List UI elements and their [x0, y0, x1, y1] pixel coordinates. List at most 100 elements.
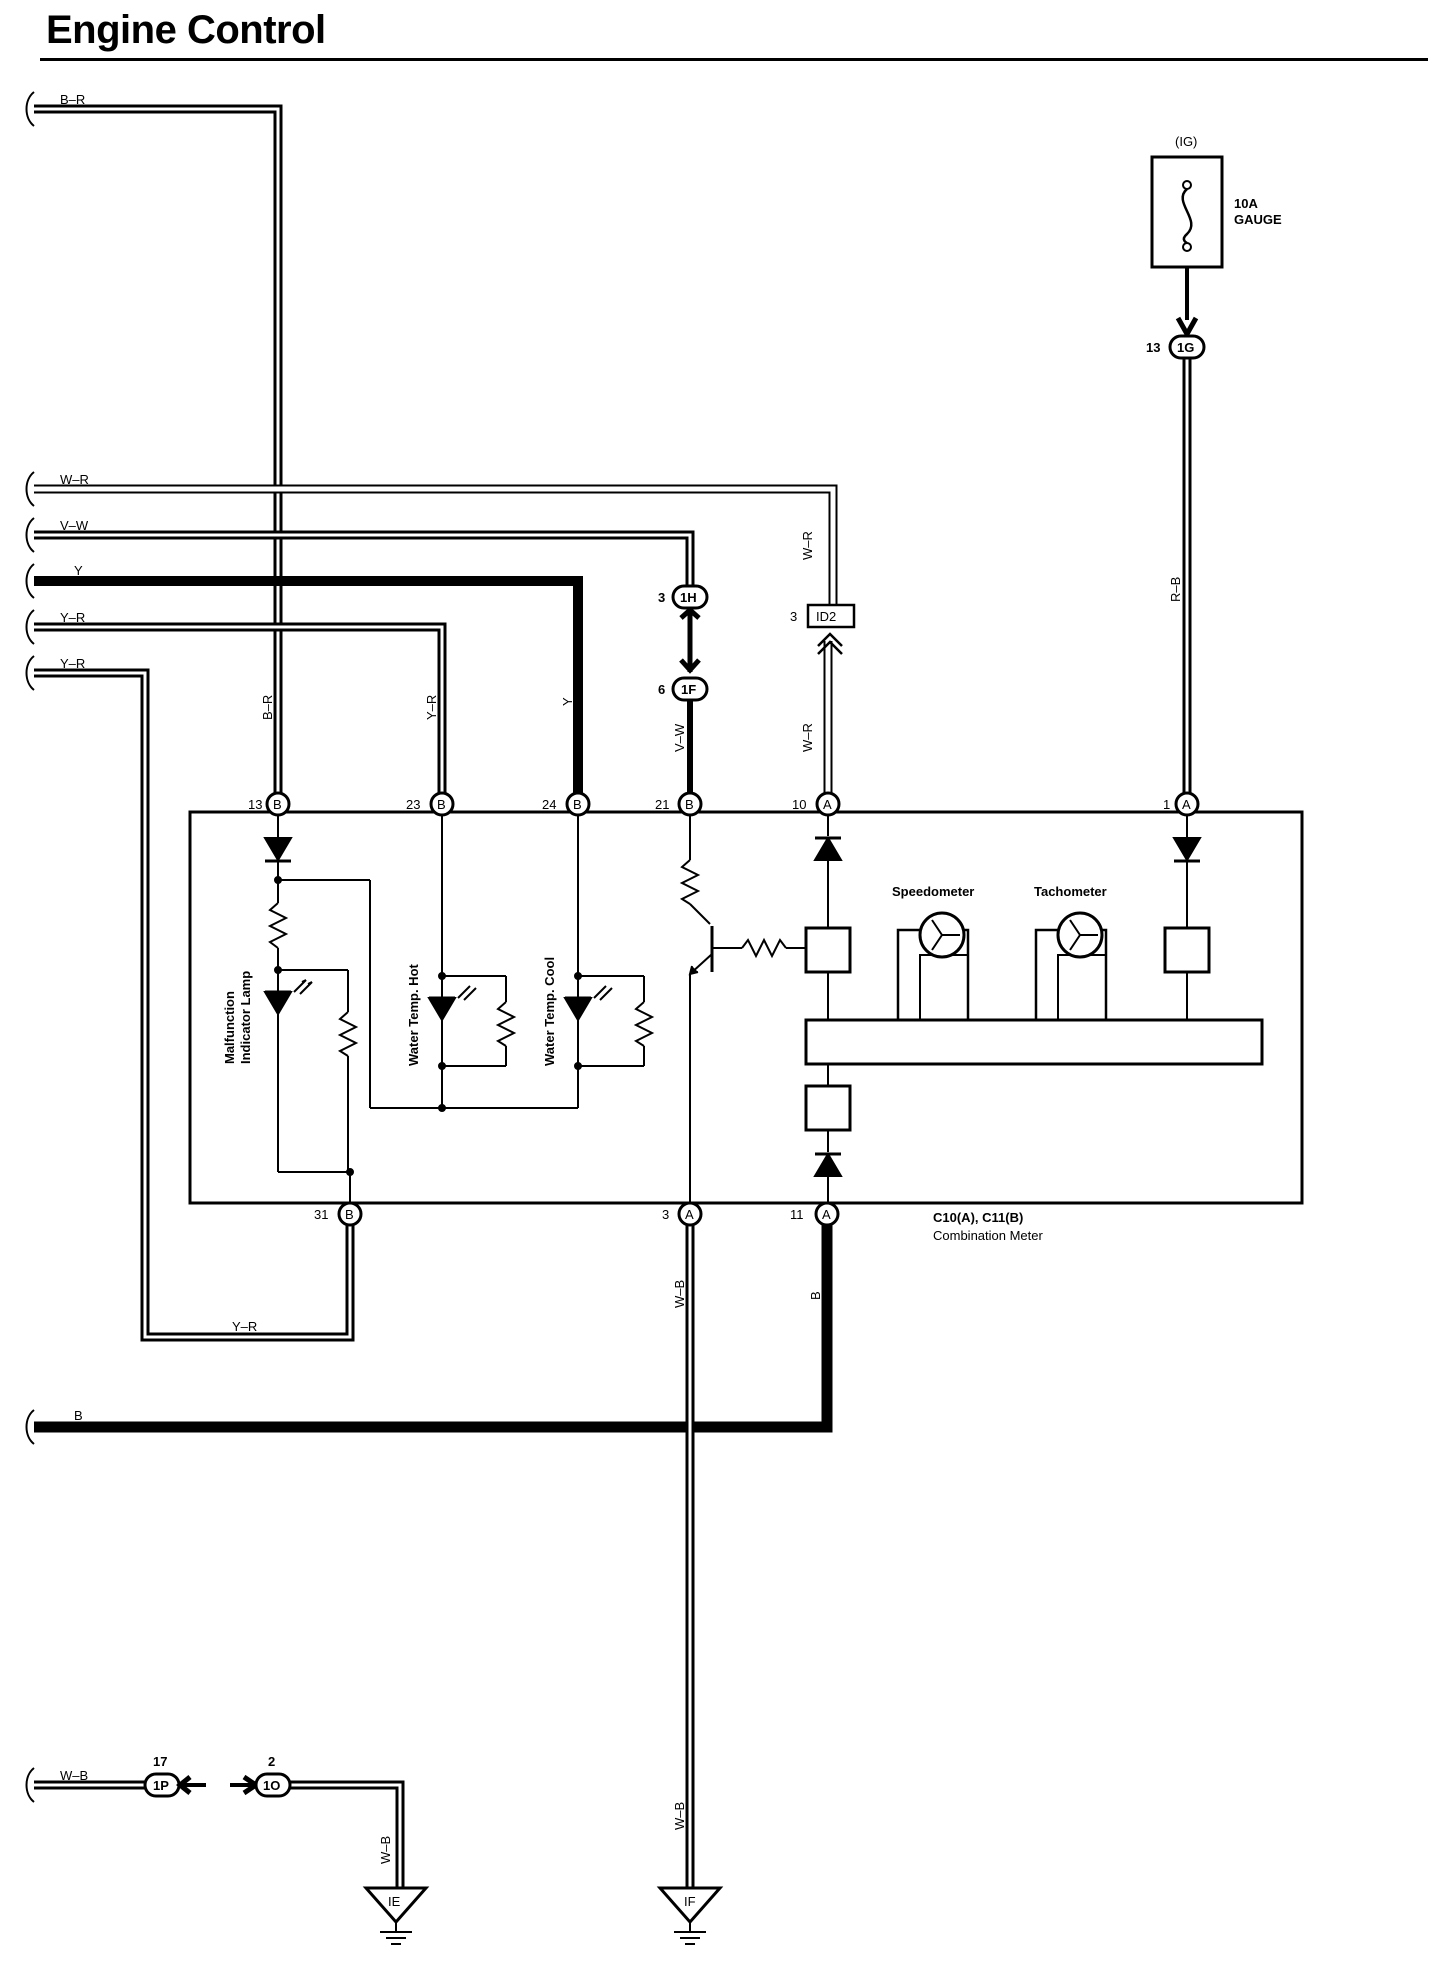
wire-label-w-b-vert-upper: W–B — [672, 1280, 687, 1308]
connector-1o-pin: 2 — [268, 1754, 275, 1769]
break-mark-b — [25, 1409, 35, 1445]
meter-top-pins: B 13 B 23 B 24 B 21 A 10 A 1 — [248, 791, 1200, 817]
wire-label-r-b-vert: R–B — [1168, 577, 1183, 602]
wire-label-y-r-vert: Y–R — [424, 695, 439, 720]
wire-label-w-r-vert-top: W–R — [800, 531, 815, 560]
connector-1f-id: 1F — [681, 682, 696, 697]
pin-11-num: 11 — [790, 1207, 804, 1222]
pin-13-letter: B — [273, 797, 282, 812]
connector-1h: 1H 3 — [658, 584, 709, 674]
label-water-temp-hot: Water Temp. Hot — [406, 963, 421, 1066]
break-mark-w-r — [25, 471, 35, 507]
wire-v-w — [34, 530, 695, 800]
connector-1h-pin: 3 — [658, 590, 665, 605]
pin-3-a: A 3 — [662, 1201, 703, 1227]
wire-label-w-b-vert-lower: W–B — [672, 1802, 687, 1830]
wire-label-b-r-top: B–R — [60, 92, 85, 107]
ground-if-label: IF — [684, 1894, 696, 1909]
pin-10-num: 10 — [792, 797, 806, 812]
fuse-source-label: (IG) — [1175, 134, 1197, 149]
wire-label-w-b-left: W–B — [60, 1768, 88, 1783]
cable-break-marks — [25, 91, 35, 1803]
ground-if: IF — [656, 1886, 724, 1945]
wire-label-y-left: Y — [74, 563, 83, 578]
connector-id2-pin: 3 — [790, 609, 797, 624]
connector-1h-id: 1H — [680, 590, 697, 605]
wire-y-r-23 — [34, 622, 447, 800]
combination-meter-box — [188, 810, 1304, 1205]
break-mark-y-r-2 — [25, 655, 35, 691]
break-mark-w-b — [25, 1767, 35, 1803]
pin-1-num: 1 — [1163, 797, 1170, 812]
pin-31-num: 31 — [314, 1207, 328, 1222]
connector-1p-id: 1P — [153, 1778, 169, 1793]
pin-21-num: 21 — [655, 797, 669, 812]
label-malfunction-1: Malfunction — [222, 991, 237, 1064]
pin-13-num: 13 — [248, 797, 262, 812]
wire-w-b-ie — [34, 1780, 405, 1888]
connector-id2-id: ID2 — [816, 609, 836, 624]
connector-1g: 1G 13 — [1146, 316, 1206, 360]
pin-23-num: 23 — [406, 797, 420, 812]
connector-id2: ID2 3 — [790, 603, 856, 655]
pin-1-letter: A — [1182, 797, 1191, 812]
connector-1g-id: 1G — [1177, 340, 1194, 355]
pin-21-letter: B — [685, 797, 694, 812]
pin-3-letter: A — [685, 1207, 694, 1222]
pin-23-b: B 23 — [406, 791, 455, 817]
wire-y — [34, 576, 583, 800]
wire-label-w-b-ie-vert: W–B — [378, 1836, 393, 1864]
pin-10-letter: A — [823, 797, 832, 812]
pin-11-a: A 11 — [790, 1201, 840, 1227]
wire-label-y-vert: Y — [560, 697, 575, 706]
fuse-10a-gauge: (IG) 10A GAUGE — [1150, 134, 1282, 269]
wire-w-r — [34, 484, 838, 800]
wire-label-y-r-left-2: Y–R — [60, 656, 85, 671]
pin-1-a: A 1 — [1163, 791, 1200, 817]
connector-1f: 1F 6 — [658, 676, 709, 702]
pin-3-num: 3 — [662, 1207, 669, 1222]
fuse-rating: 10A — [1234, 196, 1258, 211]
wire-label-v-w-vert: V–W — [672, 723, 687, 752]
pin-31-letter: B — [345, 1207, 354, 1222]
label-tachometer: Tachometer — [1034, 884, 1107, 899]
pin-24-b: B 24 — [542, 791, 591, 817]
break-mark-v-w — [25, 517, 35, 553]
fuse-name: GAUGE — [1234, 212, 1282, 227]
pin-23-letter: B — [437, 797, 446, 812]
wire-label-w-r-vert-bottom: W–R — [800, 723, 815, 752]
connector-1p-pin: 17 — [153, 1754, 167, 1769]
connector-1o-id: 1O — [263, 1778, 280, 1793]
ground-ie-label: IE — [388, 1894, 401, 1909]
pin-24-num: 24 — [542, 797, 556, 812]
title-rule — [40, 58, 1428, 61]
meter-bottom-pins: B 31 A 3 A 11 — [314, 1201, 840, 1227]
connector-1p-1o: 1P 17 1O 2 — [143, 1754, 292, 1798]
break-mark-y — [25, 563, 35, 599]
wire-label-w-r-left: W–R — [60, 472, 89, 487]
connector-1f-pin: 6 — [658, 682, 665, 697]
pin-31-b: B 31 — [314, 1201, 363, 1227]
page-title: Engine Control — [46, 8, 326, 52]
pin-11-letter: A — [822, 1207, 831, 1222]
meter-connector-label: C10(A), C11(B) — [933, 1210, 1023, 1225]
wire-b-r — [34, 104, 283, 800]
meter-internal-circuit — [263, 815, 1264, 1203]
break-mark-y-r-1 — [25, 609, 35, 645]
label-malfunction-2: Indicator Lamp — [238, 971, 253, 1064]
wire-label-b-left: B — [74, 1408, 83, 1423]
connector-1g-pin: 13 — [1146, 340, 1160, 355]
label-water-temp-cool: Water Temp. Cool — [542, 957, 557, 1066]
pin-24-letter: B — [573, 797, 582, 812]
wire-label-y-r-left-1: Y–R — [60, 610, 85, 625]
wire-label-v-w-left: V–W — [60, 518, 89, 533]
wire-b — [34, 1216, 833, 1433]
wire-y-r-31 — [34, 668, 355, 1342]
label-speedometer: Speedometer — [892, 884, 974, 899]
pin-13-b: B 13 — [248, 791, 291, 817]
meter-name-label: Combination Meter — [933, 1228, 1043, 1243]
ground-ie: IE — [362, 1886, 430, 1945]
wire-label-b-vert: B — [808, 1291, 823, 1300]
wire-label-y-r-bottom: Y–R — [232, 1319, 257, 1334]
